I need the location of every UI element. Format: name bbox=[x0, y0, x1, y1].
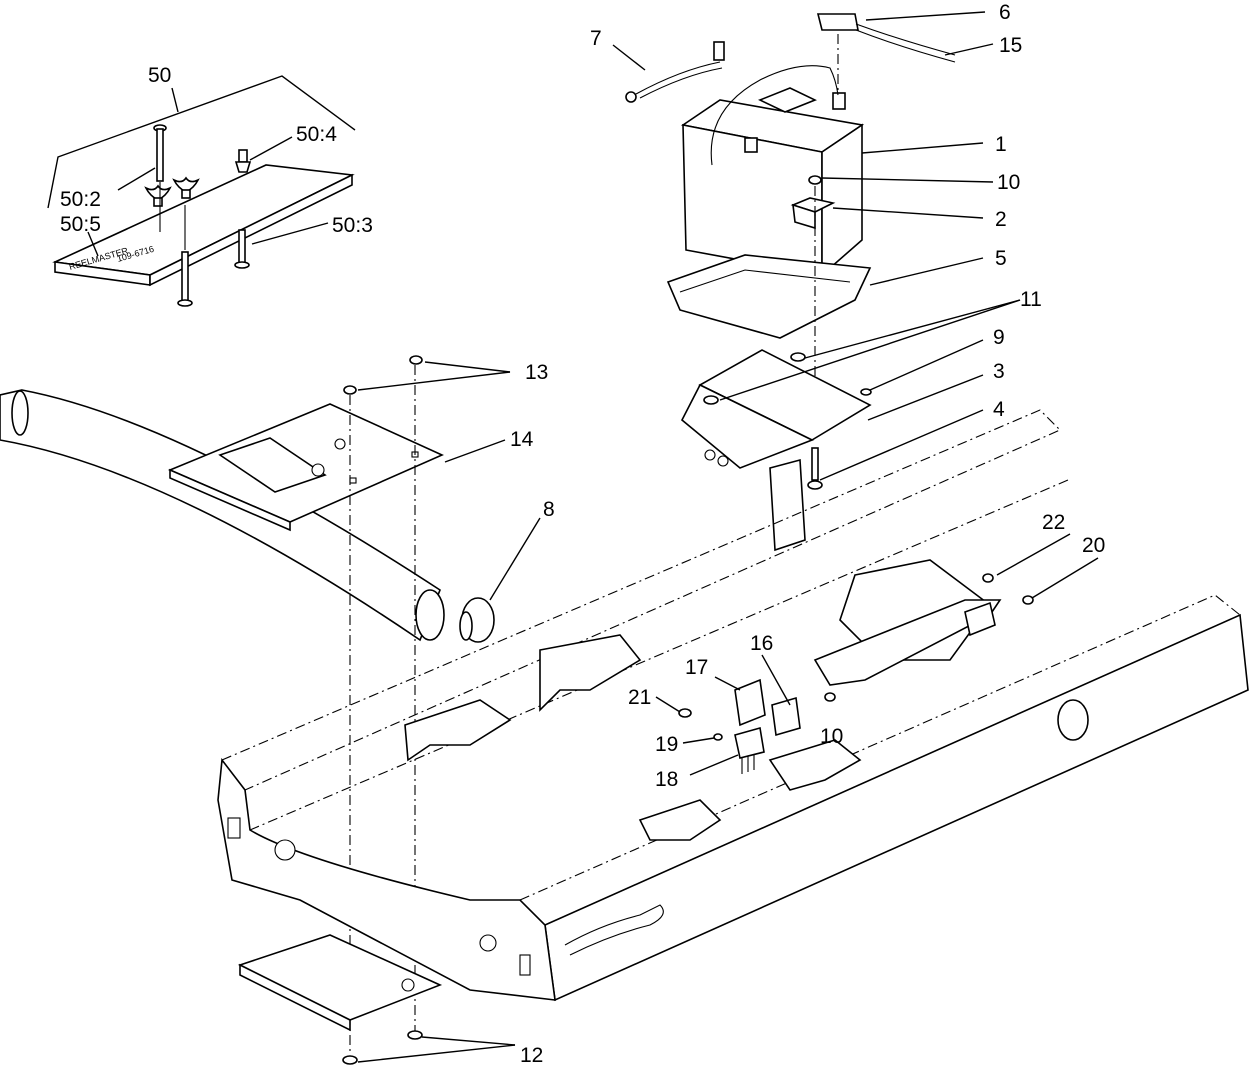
wing-nut-right bbox=[172, 176, 200, 199]
callout-16: 16 bbox=[750, 632, 773, 655]
callout-50-4: 50:4 bbox=[296, 123, 337, 146]
carriage-bolt-left bbox=[177, 251, 193, 307]
callout-12: 12 bbox=[520, 1044, 543, 1067]
screw-19 bbox=[713, 733, 723, 741]
callout-50-2: 50:2 bbox=[60, 188, 101, 211]
nut-12-b bbox=[407, 1030, 423, 1040]
relay-socket-18 bbox=[734, 726, 765, 774]
callout-1: 1 bbox=[995, 133, 1007, 156]
callout-7: 7 bbox=[590, 27, 602, 50]
kit-50-assembly: REELMASTER 109-6716 bbox=[47, 75, 356, 307]
nut-12-a bbox=[342, 1055, 358, 1065]
bolt-9 bbox=[860, 388, 872, 396]
bolt-4 bbox=[807, 447, 823, 490]
callout-13: 13 bbox=[525, 361, 548, 384]
battery bbox=[680, 65, 865, 277]
wing-nut-left bbox=[144, 184, 172, 207]
callout-21: 21 bbox=[628, 686, 651, 709]
cable-connector-6 bbox=[816, 13, 956, 63]
callout-3: 3 bbox=[993, 360, 1005, 383]
decal-plate: REELMASTER 109-6716 bbox=[52, 164, 355, 287]
callout-9: 9 bbox=[993, 326, 1005, 349]
callout-50-5: 50:5 bbox=[60, 213, 101, 236]
callout-50: 50 bbox=[148, 64, 171, 87]
callout-22: 22 bbox=[1042, 511, 1065, 534]
nut-10-lower bbox=[824, 692, 836, 702]
battery-assembly bbox=[612, 11, 1021, 552]
callout-17: 17 bbox=[685, 656, 708, 679]
callout-5: 5 bbox=[995, 247, 1007, 270]
chassis-frame bbox=[217, 409, 1249, 1032]
nut-10-upper bbox=[808, 175, 822, 185]
bolt-11-a bbox=[790, 352, 806, 362]
bolt-13-a bbox=[343, 385, 357, 395]
bolt-50-2 bbox=[153, 124, 167, 182]
battery-bracket bbox=[680, 349, 872, 552]
callout-18: 18 bbox=[655, 768, 678, 791]
callout-20: 20 bbox=[1082, 534, 1105, 557]
callout-4: 4 bbox=[993, 398, 1005, 421]
callout-6: 6 bbox=[999, 1, 1011, 24]
battery-cable-7 bbox=[625, 41, 725, 103]
stud-50-4 bbox=[234, 149, 252, 173]
callout-14: 14 bbox=[510, 428, 534, 451]
relay-right bbox=[964, 601, 996, 637]
relay-17 bbox=[734, 678, 766, 727]
screw-21 bbox=[678, 708, 692, 718]
battery-tray bbox=[666, 254, 872, 339]
relay-16 bbox=[771, 696, 801, 737]
bolt-11-b bbox=[703, 395, 719, 405]
callout-19: 19 bbox=[655, 733, 678, 756]
callout-15: 15 bbox=[999, 34, 1022, 57]
end-cap-8 bbox=[459, 597, 495, 643]
callout-11: 11 bbox=[1020, 288, 1042, 311]
callout-2: 2 bbox=[995, 208, 1007, 231]
callout-labels: 50 50:4 50:2 50:5 50:3 7 6 15 1 10 2 5 1… bbox=[60, 1, 1105, 1067]
callout-8: 8 bbox=[543, 498, 555, 521]
callout-10-lower: 10 bbox=[820, 725, 843, 748]
seat-support-assembly bbox=[0, 355, 541, 1065]
callout-10-upper: 10 bbox=[997, 171, 1020, 194]
washer-20 bbox=[1022, 595, 1034, 605]
support-plate bbox=[167, 403, 444, 532]
nut-22 bbox=[982, 573, 994, 583]
carriage-bolt-50-3 bbox=[234, 229, 250, 269]
bolt-13-b bbox=[409, 355, 423, 365]
support-tube bbox=[0, 389, 445, 642]
relay-assembly bbox=[655, 533, 1099, 776]
callout-50-3: 50:3 bbox=[332, 214, 373, 237]
